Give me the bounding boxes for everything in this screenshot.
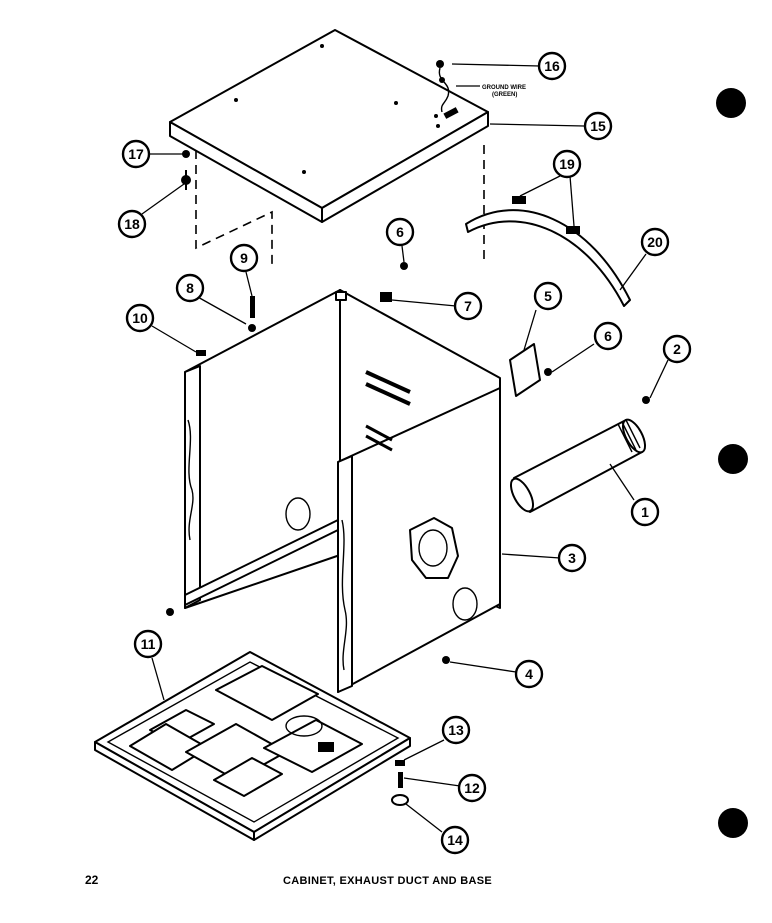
cover-plate: [509, 343, 541, 397]
diagram-caption: CABINET, EXHAUST DUCT AND BASE: [283, 875, 493, 887]
callout-16: 16: [537, 51, 567, 81]
cabinet: [184, 289, 501, 693]
callout-6-top: 6: [385, 217, 415, 247]
hardware-parts: [166, 150, 650, 806]
svg-text:6: 6: [604, 328, 612, 344]
ground-wire-color-label: (GREEN): [492, 92, 517, 98]
svg-text:19: 19: [559, 156, 575, 172]
callout-14: 14: [440, 825, 470, 855]
curved-bracket: [465, 196, 631, 307]
top-panel: [169, 29, 489, 223]
svg-text:17: 17: [128, 146, 144, 162]
punch-hole-bottom: [718, 808, 748, 838]
ground-wire-label: GROUND WIRE: [482, 85, 526, 91]
callout-20: 20: [640, 227, 670, 257]
callout-1: 1: [630, 497, 660, 527]
punch-hole-middle: [718, 444, 748, 474]
callout-17: 17: [121, 139, 151, 169]
svg-text:9: 9: [240, 250, 248, 266]
callout-10: 10: [125, 303, 155, 333]
svg-text:11: 11: [141, 636, 156, 652]
callout-8: 8: [175, 273, 205, 303]
callout-13: 13: [441, 715, 471, 745]
callout-11: 11: [133, 629, 163, 659]
svg-text:20: 20: [647, 234, 663, 250]
svg-text:18: 18: [124, 216, 140, 232]
base-pan: [94, 651, 411, 841]
callout-12: 12: [457, 773, 487, 803]
callout-19: 19: [552, 149, 582, 179]
callout-15: 15: [583, 111, 613, 141]
exhaust-duct: [509, 418, 647, 513]
svg-text:13: 13: [448, 722, 464, 738]
callout-9: 9: [229, 243, 259, 273]
svg-text:14: 14: [447, 832, 463, 848]
callout-3: 3: [557, 543, 587, 573]
svg-text:1: 1: [641, 504, 649, 520]
svg-text:10: 10: [132, 310, 148, 326]
svg-text:12: 12: [464, 780, 480, 796]
leader-lines: [141, 63, 669, 833]
callout-6-right: 6: [593, 321, 623, 351]
callout-5: 5: [533, 281, 563, 311]
callout-18: 18: [117, 209, 147, 239]
svg-text:2: 2: [673, 341, 681, 357]
svg-text:16: 16: [544, 58, 560, 74]
svg-text:4: 4: [525, 666, 533, 682]
svg-text:15: 15: [590, 118, 606, 134]
callout-4: 4: [514, 659, 544, 689]
svg-text:6: 6: [396, 224, 404, 240]
ground-wire: GROUND WIRE (GREEN): [436, 60, 526, 113]
callout-7: 7: [453, 291, 483, 321]
punch-hole-top: [716, 88, 746, 118]
svg-text:7: 7: [464, 298, 472, 314]
page-number: 22: [85, 873, 99, 887]
svg-text:8: 8: [186, 280, 194, 296]
callout-2: 2: [662, 334, 692, 364]
svg-text:5: 5: [544, 288, 552, 304]
svg-text:3: 3: [568, 550, 576, 566]
